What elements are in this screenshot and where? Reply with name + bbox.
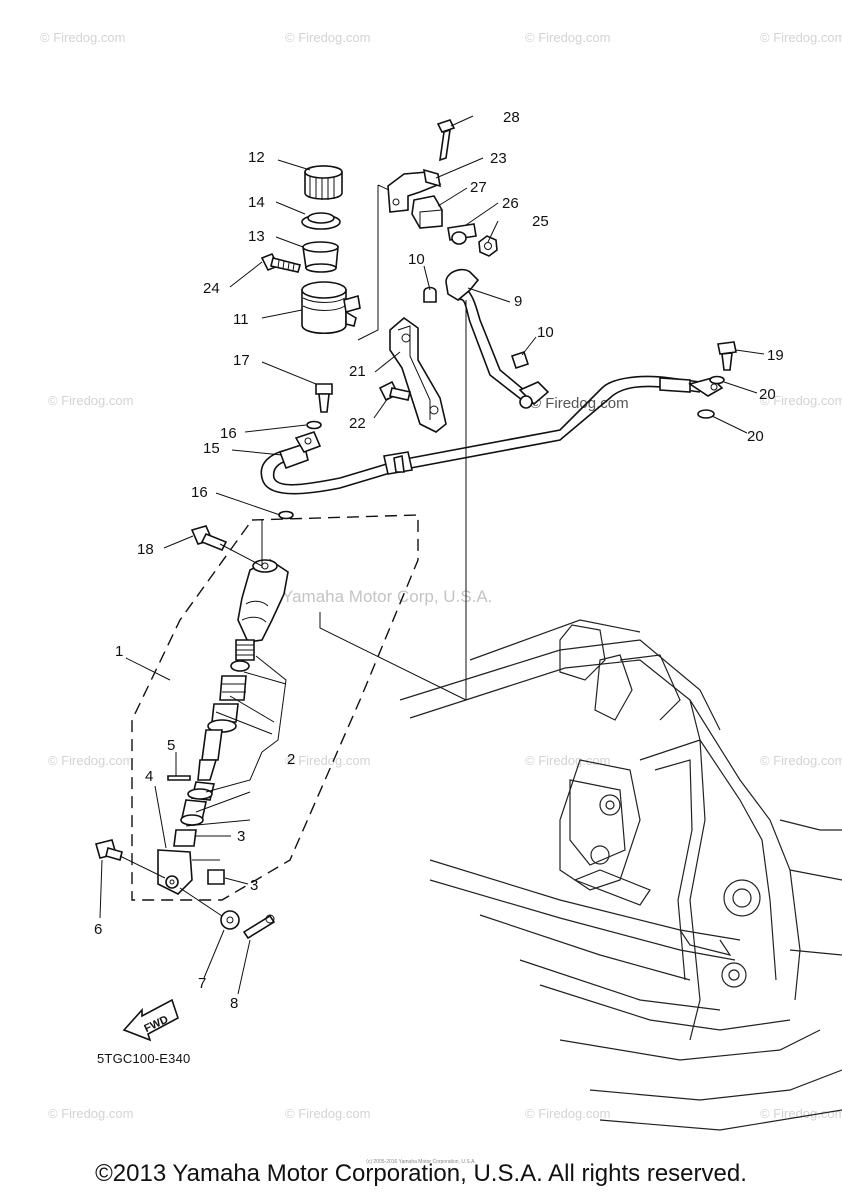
callout-16: 16 bbox=[191, 484, 208, 501]
callout-14: 14 bbox=[248, 194, 265, 211]
callout-3: 3 bbox=[237, 828, 245, 845]
reservoir-bolt bbox=[260, 252, 301, 273]
callout-5: 5 bbox=[167, 737, 175, 754]
callout-18: 18 bbox=[137, 541, 154, 558]
bracket-bolt bbox=[436, 119, 456, 162]
callout-1: 1 bbox=[115, 643, 123, 660]
reservoir-hose bbox=[445, 268, 550, 409]
piston-kit bbox=[197, 639, 255, 781]
watermark-text: © Firedog.com bbox=[525, 1106, 610, 1121]
watermark-text: © Firedog.com bbox=[760, 393, 842, 408]
kit-bracket bbox=[185, 655, 287, 827]
union-bolt-17 bbox=[315, 383, 333, 413]
nut bbox=[478, 235, 498, 257]
watermark-text: © Firedog.com bbox=[530, 395, 629, 412]
guard-bolt bbox=[378, 380, 411, 402]
callout-21: 21 bbox=[349, 363, 366, 380]
callout-3: 3 bbox=[250, 877, 258, 894]
callout-leaders bbox=[99, 115, 765, 995]
watermark-text: © Firedog.com bbox=[48, 393, 133, 408]
watermark-text: © Firedog.com bbox=[760, 1106, 842, 1121]
callout-23: 23 bbox=[490, 150, 507, 167]
callout-28: 28 bbox=[503, 109, 520, 126]
copyright-notice: ©2013 Yamaha Motor Corporation, U.S.A. A… bbox=[95, 1160, 747, 1187]
hose-clip bbox=[423, 286, 530, 370]
watermark-text: © Firedog.com bbox=[40, 30, 125, 45]
small-print: (c) 2005-2016 Yamaha Motor Corporation, … bbox=[366, 1159, 476, 1165]
callout-2: 2 bbox=[287, 751, 295, 768]
center-watermark: Yamaha Motor Corp, U.S.A. bbox=[282, 587, 492, 606]
callout-labels: 1 2 3 3 4 5 6 7 8 9 10 10 11 12 13 14 15… bbox=[94, 109, 784, 1012]
watermark-text: © Firedog.com bbox=[285, 753, 370, 768]
washer bbox=[179, 887, 240, 930]
watermark-text: © Firedog.com bbox=[760, 30, 842, 45]
union-bolt-19 bbox=[717, 341, 737, 371]
callout-20: 20 bbox=[759, 386, 776, 403]
clevis-pin bbox=[167, 775, 191, 781]
reservoir-bracket bbox=[387, 168, 442, 213]
callout-27: 27 bbox=[470, 179, 487, 196]
callout-10: 10 bbox=[408, 251, 425, 268]
hose-guard bbox=[389, 316, 447, 433]
callout-16: 16 bbox=[220, 425, 237, 442]
bracket-damper bbox=[411, 195, 443, 229]
callout-15: 15 bbox=[203, 440, 220, 457]
callout-26: 26 bbox=[502, 195, 519, 212]
master-cylinder-clevis bbox=[157, 849, 220, 895]
callout-22: 22 bbox=[349, 415, 366, 432]
diaphragm-holder bbox=[302, 241, 339, 273]
watermark-layer: © Firedog.com © Firedog.com © Firedog.co… bbox=[40, 30, 842, 1121]
callout-24: 24 bbox=[203, 280, 220, 297]
brake-hose bbox=[260, 375, 724, 495]
watermark-text: © Firedog.com bbox=[48, 1106, 133, 1121]
reservoir-diaphragm bbox=[301, 212, 341, 230]
reference-lines bbox=[319, 184, 467, 701]
watermark-text: © Firedog.com bbox=[760, 753, 842, 768]
clevis-bolt bbox=[95, 839, 166, 879]
callout-4: 4 bbox=[145, 768, 153, 785]
callout-19: 19 bbox=[767, 347, 784, 364]
fwd-label: FWD bbox=[142, 1014, 170, 1035]
union-bolt-18 bbox=[190, 525, 263, 567]
callout-8: 8 bbox=[230, 995, 238, 1012]
reservoir-tank bbox=[301, 281, 361, 334]
frame-outline bbox=[399, 619, 842, 1131]
watermark-text: © Firedog.com bbox=[48, 753, 133, 768]
callout-7: 7 bbox=[198, 975, 206, 992]
master-cylinder-body bbox=[237, 520, 289, 643]
gasket-washers bbox=[278, 375, 725, 520]
master-cylinder-outline bbox=[131, 514, 419, 901]
callout-9: 9 bbox=[514, 293, 522, 310]
watermark-text: © Firedog.com bbox=[525, 753, 610, 768]
collar bbox=[447, 223, 477, 245]
callout-6: 6 bbox=[94, 921, 102, 938]
lock-nut bbox=[207, 869, 225, 885]
forward-arrow-icon: FWD bbox=[122, 998, 179, 1042]
callout-13: 13 bbox=[248, 228, 265, 245]
push-rod bbox=[173, 781, 215, 847]
reservoir-cap bbox=[304, 165, 343, 200]
watermark-text: © Firedog.com bbox=[285, 1106, 370, 1121]
callout-10: 10 bbox=[537, 324, 554, 341]
callout-25: 25 bbox=[532, 213, 549, 230]
diagram-code: 5TGC100-E340 bbox=[97, 1051, 191, 1066]
callout-12: 12 bbox=[248, 149, 265, 166]
callout-11: 11 bbox=[233, 311, 249, 328]
watermark-text: © Firedog.com bbox=[285, 30, 370, 45]
callout-20: 20 bbox=[747, 428, 764, 445]
callout-17: 17 bbox=[233, 352, 250, 369]
cotter-pin bbox=[242, 914, 276, 940]
watermark-text: © Firedog.com bbox=[525, 30, 610, 45]
